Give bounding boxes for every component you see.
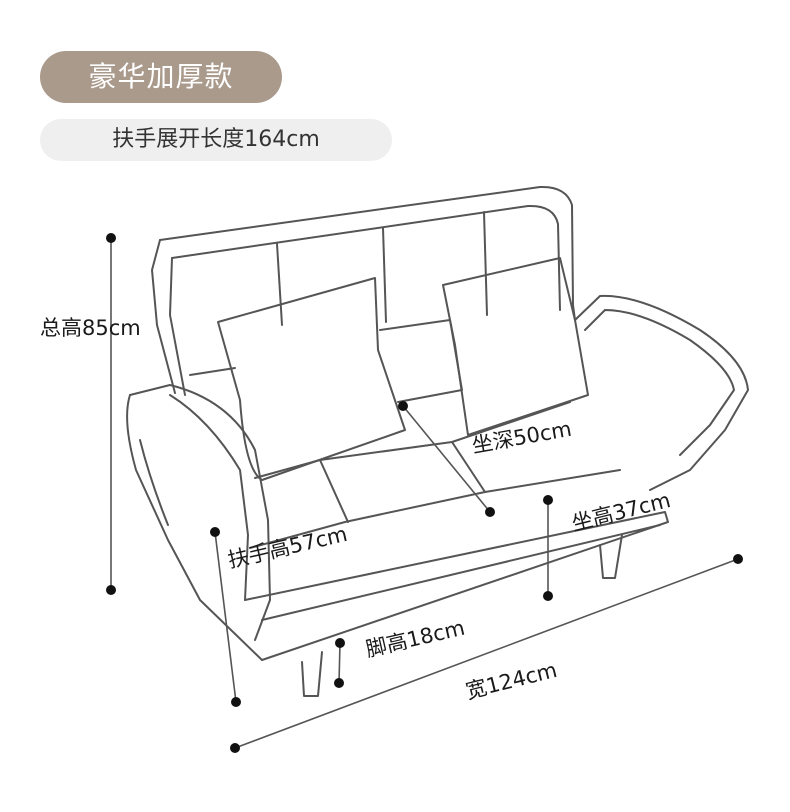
dot bbox=[210, 527, 220, 537]
dot bbox=[106, 585, 116, 595]
dot bbox=[231, 697, 241, 707]
dot bbox=[485, 507, 495, 517]
dot bbox=[106, 233, 116, 243]
dot bbox=[543, 591, 553, 601]
dot bbox=[335, 638, 345, 648]
dot bbox=[334, 678, 344, 688]
width-line bbox=[234, 558, 739, 749]
dot bbox=[398, 401, 408, 411]
seat-depth-line bbox=[402, 405, 491, 513]
total-height-label: 总高85cm bbox=[40, 316, 141, 340]
dimension-dots bbox=[106, 233, 743, 753]
armrest-height-line bbox=[214, 531, 237, 703]
dimension-lines bbox=[110, 238, 739, 749]
armrest-length-pill: 扶手展开长度164cm bbox=[40, 119, 392, 161]
dot bbox=[543, 495, 553, 505]
sofa-drawing bbox=[126, 185, 749, 697]
dot bbox=[733, 554, 743, 564]
style-badge: 豪华加厚款 bbox=[40, 51, 282, 103]
leg-height-line bbox=[338, 642, 341, 684]
dot bbox=[230, 743, 240, 753]
